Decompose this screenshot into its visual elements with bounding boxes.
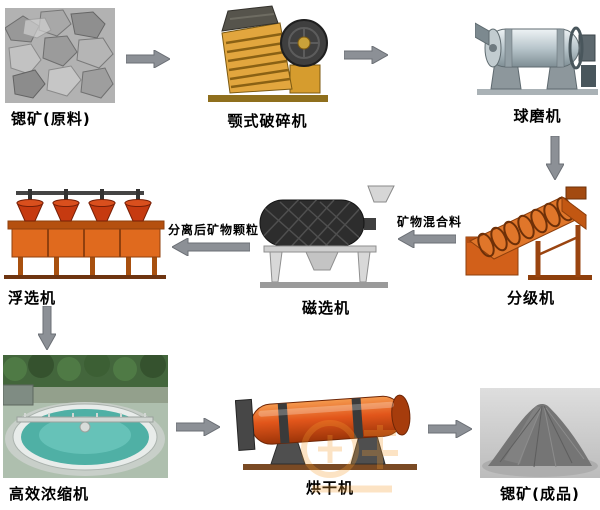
node-flotation: 浮选机: [2, 185, 170, 308]
rotary-dryer-illustration: [234, 368, 425, 472]
edge-label-mixture: 矿物混合料: [397, 215, 463, 229]
node-ball-mill: 球磨机: [474, 5, 600, 126]
flotation-machine-illustration: [2, 185, 170, 282]
node-raw-ore: 锶矿(原料): [4, 8, 115, 129]
node-product: 锶矿(成品): [480, 388, 600, 504]
arrow-raw-to-crusher: [126, 50, 170, 68]
node-thickener: 高效浓缩机: [2, 351, 168, 504]
node-classifier: 分级机: [462, 185, 600, 308]
arrow-ballmill-to-classifier: [546, 136, 564, 180]
product-powder-photo: [480, 388, 600, 478]
node-dryer: 烘干机: [234, 368, 425, 498]
magnetic-separator-label: 磁选机: [301, 299, 350, 317]
flotation-label: 浮选机: [8, 289, 57, 307]
magnetic-separator-illustration: [252, 184, 400, 292]
classifier-label: 分级机: [506, 289, 555, 307]
node-magnetic-separator: 磁选机: [252, 184, 400, 318]
arrow-thickener-to-dryer: [176, 418, 220, 436]
thickener-label: 高效浓缩机: [9, 485, 90, 503]
raw-ore-rocks-photo: [4, 8, 115, 103]
thickener-pool-photo: [2, 351, 168, 478]
arrow-crusher-to-ballmill: [344, 46, 388, 64]
arrow-flotation-to-thickener: [38, 306, 56, 350]
arrow-dryer-to-product: [428, 420, 472, 438]
jaw-crusher-label: 颚式破碎机: [227, 112, 308, 130]
dryer-label: 烘干机: [305, 479, 354, 497]
jaw-crusher-illustration: [200, 3, 335, 105]
edge-label-separated: 分离后矿物颗粒: [168, 223, 260, 237]
ball-mill-illustration: [474, 5, 600, 100]
arrow-magnetic-to-flotation: [172, 238, 250, 256]
spiral-classifier-illustration: [462, 185, 600, 282]
product-label: 锶矿(成品): [500, 485, 580, 503]
raw-ore-label: 锶矿(原料): [11, 110, 91, 128]
node-jaw-crusher: 颚式破碎机: [200, 3, 335, 131]
arrow-classifier-to-magnetic: [398, 230, 456, 248]
ball-mill-label: 球磨机: [513, 107, 562, 125]
